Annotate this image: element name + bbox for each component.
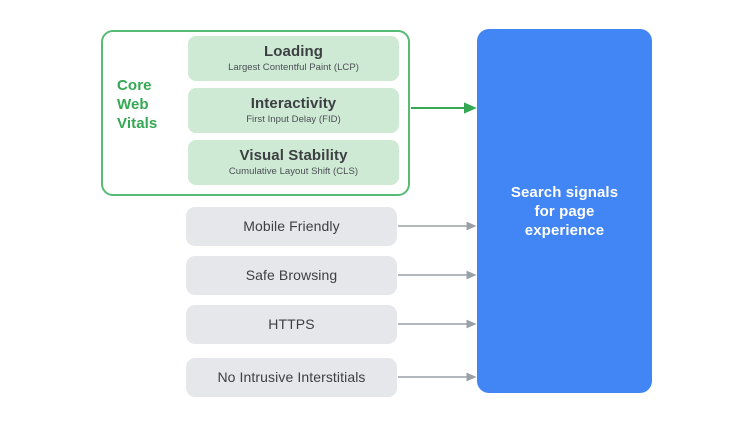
signal-pill-safe-browsing: Safe Browsing xyxy=(186,256,397,295)
metric-subtitle: Largest Contentful Paint (LCP) xyxy=(228,62,359,73)
core-web-vitals-label: Core Web Vitals xyxy=(117,76,187,133)
core-web-vitals-group: Core Web Vitals Loading Largest Contentf… xyxy=(101,30,410,196)
core-web-vitals-label-line-1: Core xyxy=(117,77,152,94)
metric-card-interactivity: Interactivity First Input Delay (FID) xyxy=(188,88,399,133)
metric-subtitle: Cumulative Layout Shift (CLS) xyxy=(228,166,359,177)
core-web-vitals-label-line-2: Web xyxy=(117,96,149,113)
core-web-vitals-label-line-3: Vitals xyxy=(117,115,158,132)
metric-title: Visual Stability xyxy=(239,147,348,164)
metric-card-visual-stability: Visual Stability Cumulative Layout Shift… xyxy=(188,140,399,185)
signal-pill-mobile-friendly: Mobile Friendly xyxy=(186,207,397,246)
search-signals-result-box: Search signals for page experience xyxy=(477,29,652,393)
signal-pill-https: HTTPS xyxy=(186,305,397,344)
metric-subtitle: First Input Delay (FID) xyxy=(246,114,341,125)
metric-title: Loading xyxy=(263,43,324,60)
search-signals-result-label: Search signals for page experience xyxy=(510,183,619,239)
metric-card-loading: Loading Largest Contentful Paint (LCP) xyxy=(188,36,399,81)
metric-title: Interactivity xyxy=(250,95,337,112)
signal-pill-no-intrusive-interstitials: No Intrusive Interstitials xyxy=(186,358,397,397)
